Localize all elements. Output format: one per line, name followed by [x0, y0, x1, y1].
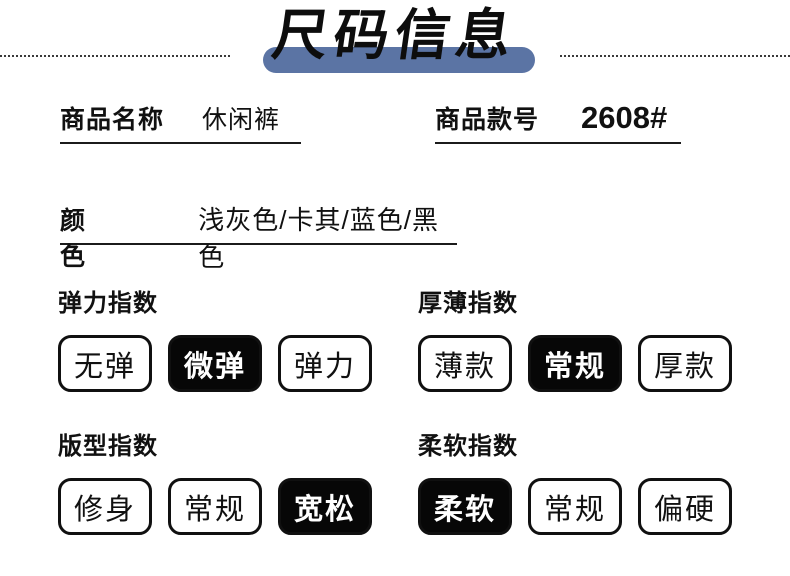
- index-section: 版型指数 修身常规宽松: [58, 426, 418, 535]
- option-row: 薄款常规厚款: [418, 335, 733, 392]
- header: 尺码信息: [0, 0, 790, 90]
- product-sku-field: 商品款号 2608#: [435, 100, 681, 144]
- page-title: 尺码信息: [268, 4, 522, 66]
- option-row: 修身常规宽松: [58, 478, 418, 535]
- product-name-label: 商品名称: [60, 106, 165, 134]
- product-sku-value: 2608#: [581, 100, 668, 135]
- option-row: 无弹微弹弹力: [58, 335, 418, 392]
- section-heading: 厚薄指数: [418, 290, 518, 317]
- option-chip: 无弹: [58, 335, 153, 392]
- title-highlight-pill: [263, 47, 535, 73]
- option-chip-selected: 柔软: [418, 478, 513, 535]
- section-heading: 弹力指数: [58, 290, 158, 317]
- product-color-value: 浅灰色/卡其/蓝色/黑色: [198, 205, 439, 272]
- option-chip-selected: 微弹: [168, 335, 263, 392]
- option-chip: 薄款: [418, 335, 513, 392]
- option-chip: 修身: [58, 478, 153, 535]
- product-sku-label: 商品款号: [435, 106, 540, 134]
- dotted-divider-right: [560, 55, 790, 57]
- option-chip: 厚款: [638, 335, 733, 392]
- option-chip: 弹力: [278, 335, 373, 392]
- section-heading: 版型指数: [58, 433, 158, 460]
- product-color-label: 颜色: [60, 207, 87, 271]
- product-color-field: 颜色 浅灰色/卡其/蓝色/黑色: [60, 200, 457, 272]
- product-name-field: 商品名称 休闲裤: [60, 100, 301, 144]
- dotted-divider-left: [0, 55, 230, 57]
- option-chip-selected: 常规: [528, 335, 623, 392]
- option-row: 柔软常规偏硬: [418, 478, 733, 535]
- index-section: 厚薄指数 薄款常规厚款: [418, 283, 733, 392]
- product-name-value: 休闲裤: [202, 106, 281, 134]
- option-chip: 常规: [168, 478, 263, 535]
- index-sections: 弹力指数 无弹微弹弹力 厚薄指数 薄款常规厚款 版型指数 修身常规宽松 柔软指数…: [58, 283, 733, 535]
- section-heading: 柔软指数: [418, 433, 518, 460]
- option-chip-selected: 宽松: [278, 478, 373, 535]
- index-section: 弹力指数 无弹微弹弹力: [58, 283, 418, 392]
- index-section: 柔软指数 柔软常规偏硬: [418, 426, 733, 535]
- option-chip: 偏硬: [638, 478, 733, 535]
- option-chip: 常规: [528, 478, 623, 535]
